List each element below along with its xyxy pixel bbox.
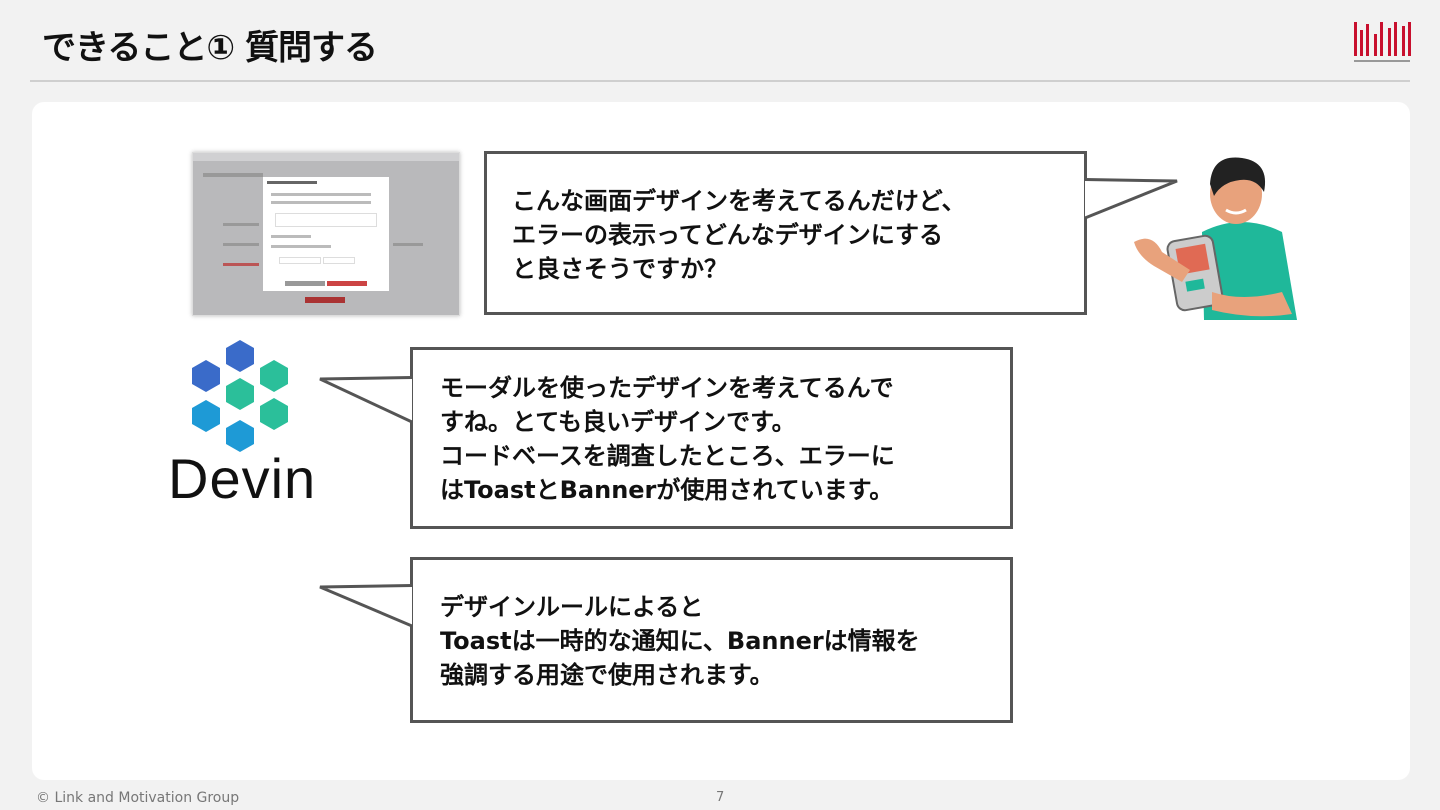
user-question-bubble: [484, 151, 1087, 315]
company-logo-icon: [1354, 22, 1411, 62]
user-question-text: こんな画面デザインを考えてるんだけど、 エラーの表示ってどんなデザインにする と…: [512, 187, 966, 283]
devin-reply-1-tail: [319, 376, 413, 424]
devin-reply-1-text: モーダルを使ったデザインを考えてるんで すね。とても良いデザインです。 コードベ…: [440, 374, 895, 504]
devin-hexagon-logo-icon: [192, 340, 288, 452]
devin-reply-2-text: デザインルールによると Toastは一時的な通知に、Bannerは情報を 強調す…: [440, 593, 920, 689]
devin-reply-bubble-2: [410, 557, 1013, 723]
design-screenshot-thumbnail: [192, 152, 460, 316]
devin-reply-2-tail: [319, 584, 413, 628]
person-with-tablet-illustration: [1134, 157, 1297, 320]
page-number: 7: [716, 790, 725, 805]
title-divider: [30, 80, 1410, 82]
devin-wordmark: Devin: [168, 447, 317, 510]
user-bubble-tail: [1084, 178, 1178, 220]
slide-title: できること① 質問する: [42, 28, 378, 68]
copyright-footer: © Link and Motivation Group: [36, 790, 240, 806]
devin-reply-bubble-1: [410, 347, 1013, 529]
